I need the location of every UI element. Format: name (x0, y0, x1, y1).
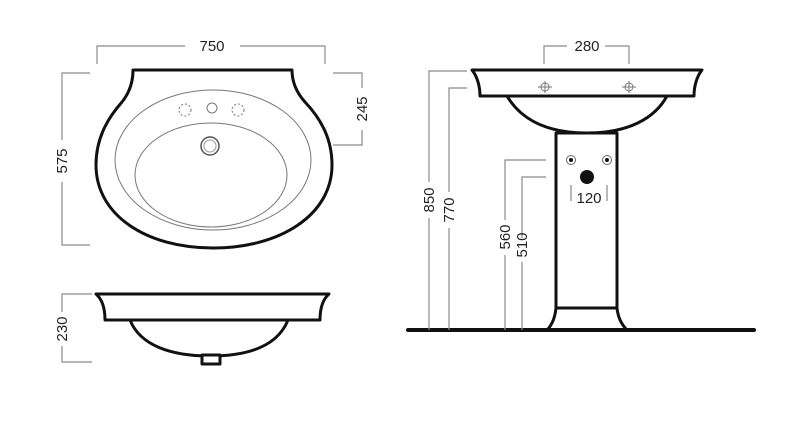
side-bowl (128, 319, 290, 358)
top-view: 750 575 245 (54, 38, 371, 250)
dim-850: 850 (421, 187, 438, 212)
dim-280: 280 (574, 38, 599, 55)
dim-230: 230 (54, 316, 71, 341)
dim-510: 510 (514, 232, 531, 257)
waste-outlet-icon (580, 170, 594, 184)
basin-inner-rim (114, 89, 312, 231)
supply-left-icon (566, 155, 576, 165)
dim-245: 245 (354, 96, 371, 121)
dim-line-245 (333, 72, 363, 146)
drain-inner-icon (203, 139, 217, 153)
side-rim (94, 292, 331, 322)
dim-770: 770 (441, 197, 458, 222)
side-view: 230 (54, 292, 331, 366)
tap-hole-right-icon (622, 81, 636, 93)
side-drain (200, 353, 222, 366)
pedestal-base (545, 306, 629, 332)
dim-line-575 (61, 72, 90, 246)
dim-560: 560 (497, 224, 514, 249)
dim-line-280 (543, 45, 630, 64)
dim-120: 120 (576, 190, 601, 207)
dim-750: 750 (199, 38, 224, 55)
basin-top-outline (94, 68, 334, 250)
dim-575: 575 (54, 148, 71, 173)
basin-bowl (134, 122, 288, 228)
dim-line-750 (96, 45, 326, 64)
dim-line-120 (570, 185, 608, 201)
tap-hole-left-icon (538, 81, 552, 93)
tap-hole-left-icon (178, 103, 192, 117)
dim-line-850 (428, 70, 467, 330)
dim-line-770 (448, 87, 467, 330)
tap-hole-center-icon (206, 102, 218, 114)
tap-hole-right-icon (231, 103, 245, 117)
dim-line-560 (504, 159, 546, 330)
dim-line-510 (521, 176, 546, 330)
dim-line-230 (61, 293, 92, 363)
front-bowl (505, 95, 669, 135)
front-rim (470, 68, 704, 98)
front-view: 120 280 850 770 560 510 (406, 38, 756, 332)
supply-right-icon (602, 155, 612, 165)
drain-icon (200, 136, 220, 156)
